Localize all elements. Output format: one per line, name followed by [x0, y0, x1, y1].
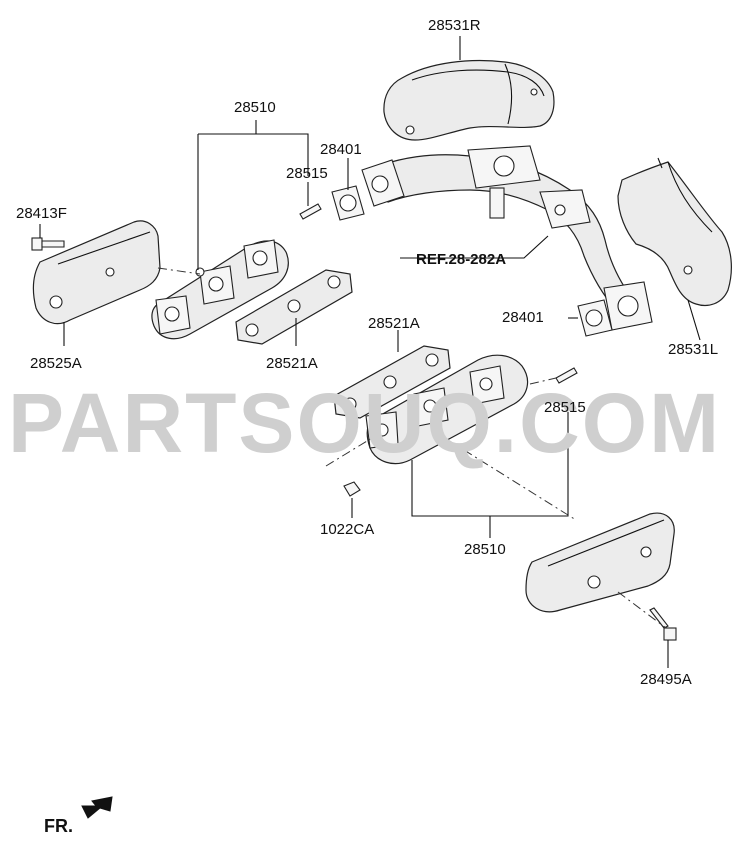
- fr-label: FR.: [44, 816, 73, 836]
- label-28525A: 28525A: [30, 355, 82, 372]
- label-28401-right: 28401: [502, 309, 544, 326]
- gasket-28521A-right: [333, 345, 451, 419]
- watermark: PARTSOUQ.COM: [8, 376, 721, 470]
- exhaust-manifold-28510-lower: [365, 354, 529, 465]
- label-28531L: 28531L: [668, 341, 718, 358]
- exhaust-pipe-ref-28-282A: [361, 145, 653, 331]
- label-ref-28-282A: REF.28-282A: [416, 251, 506, 268]
- heat-shield-lower: [525, 512, 675, 613]
- label-28521A-mid: 28521A: [266, 355, 318, 372]
- heat-shield-28525A: [32, 220, 161, 325]
- label-28521A-top: 28521A: [368, 315, 420, 332]
- label-28401-top: 28401: [320, 141, 362, 158]
- front-direction-arrow-icon: [81, 796, 113, 819]
- gasket-28401-upper: [331, 185, 365, 221]
- center-lines: [157, 267, 667, 629]
- stud-28515-upper: [299, 203, 322, 220]
- bolt-28495A: [649, 607, 677, 641]
- label-28515-top: 28515: [286, 165, 328, 182]
- label-1022CA: 1022CA: [320, 521, 374, 538]
- heat-shield-28531L: [617, 157, 732, 307]
- bolt-28413F: [31, 237, 65, 251]
- gasket-28521A-left: [235, 269, 353, 345]
- label-28413F: 28413F: [16, 205, 67, 222]
- label-28510-bottom: 28510: [464, 541, 506, 558]
- label-28495A: 28495A: [640, 671, 692, 688]
- gasket-28401-right: [577, 299, 613, 337]
- exhaust-manifold-28510-upper: [151, 239, 289, 340]
- front-direction-indicator: FR.: [44, 796, 113, 836]
- label-28510-top: 28510: [234, 99, 276, 116]
- heat-shield-28531R: [383, 59, 555, 141]
- stud-28515-right: [555, 367, 578, 384]
- label-28531R: 28531R: [428, 17, 481, 34]
- label-28515-right: 28515: [544, 399, 586, 416]
- leader-lines: [39, 36, 701, 668]
- nut-1022CA: [343, 481, 361, 497]
- part-labels: 28531R 28510 28401 28515 28413F REF.28-2…: [16, 17, 718, 688]
